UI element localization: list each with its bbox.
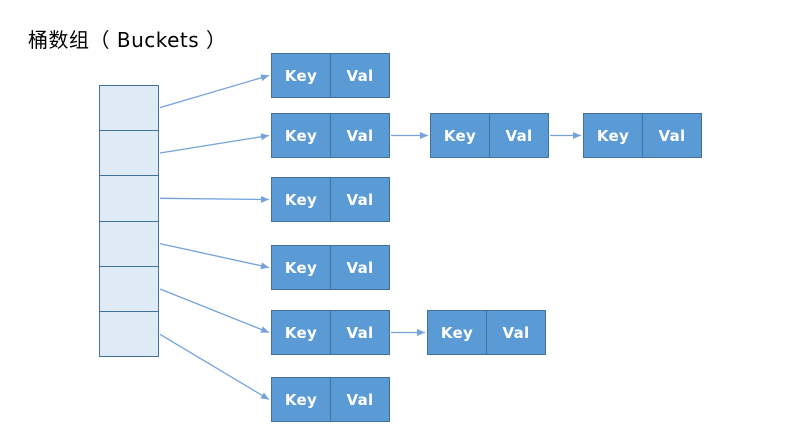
key-cell: Key bbox=[272, 178, 331, 221]
bucket-cell-4 bbox=[99, 265, 159, 312]
arrow-bucket5-to-node bbox=[159, 333, 270, 401]
bucket-cell-0 bbox=[99, 85, 159, 132]
kv-node-row1-1: Key Val bbox=[430, 113, 549, 158]
arrow-bucket1-to-node bbox=[159, 133, 270, 154]
key-cell: Key bbox=[428, 311, 487, 354]
kv-node-row4-1: Key Val bbox=[427, 310, 546, 355]
val-cell: Val bbox=[658, 126, 686, 145]
val-cell: Val bbox=[505, 126, 533, 145]
val-cell: Val bbox=[346, 390, 374, 409]
key-cell: Key bbox=[272, 54, 331, 97]
diagram-title: 桶数组（ Buckets ） bbox=[28, 28, 227, 52]
val-cell: Val bbox=[346, 323, 374, 342]
key-cell: Key bbox=[272, 246, 331, 289]
arrow-bucket0-to-node bbox=[159, 74, 270, 109]
val-cell: Val bbox=[346, 258, 374, 277]
kv-node-row4-0: Key Val bbox=[271, 310, 390, 355]
arrow-bucket3-to-node bbox=[159, 243, 270, 270]
kv-node-row1-2: Key Val bbox=[583, 113, 702, 158]
key-cell: Key bbox=[431, 114, 490, 157]
val-cell: Val bbox=[346, 190, 374, 209]
key-cell: Key bbox=[584, 114, 643, 157]
kv-node-row0-0: Key Val bbox=[271, 53, 390, 98]
kv-node-row1-0: Key Val bbox=[271, 113, 390, 158]
val-cell: Val bbox=[346, 66, 374, 85]
key-cell: Key bbox=[272, 378, 331, 421]
val-cell: Val bbox=[502, 323, 530, 342]
arrow-bucket4-to-node bbox=[159, 288, 270, 334]
val-cell: Val bbox=[346, 126, 374, 145]
kv-node-row2-0: Key Val bbox=[271, 177, 390, 222]
arrow-bucket2-to-node bbox=[159, 195, 270, 203]
bucket-cell-3 bbox=[99, 220, 159, 267]
bucket-cell-2 bbox=[99, 175, 159, 222]
key-cell: Key bbox=[272, 311, 331, 354]
key-cell: Key bbox=[272, 114, 331, 157]
bucket-cell-5 bbox=[99, 310, 159, 358]
kv-node-row3-0: Key Val bbox=[271, 245, 390, 290]
bucket-array bbox=[99, 85, 159, 358]
kv-node-row5-0: Key Val bbox=[271, 377, 390, 422]
bucket-cell-1 bbox=[99, 130, 159, 177]
